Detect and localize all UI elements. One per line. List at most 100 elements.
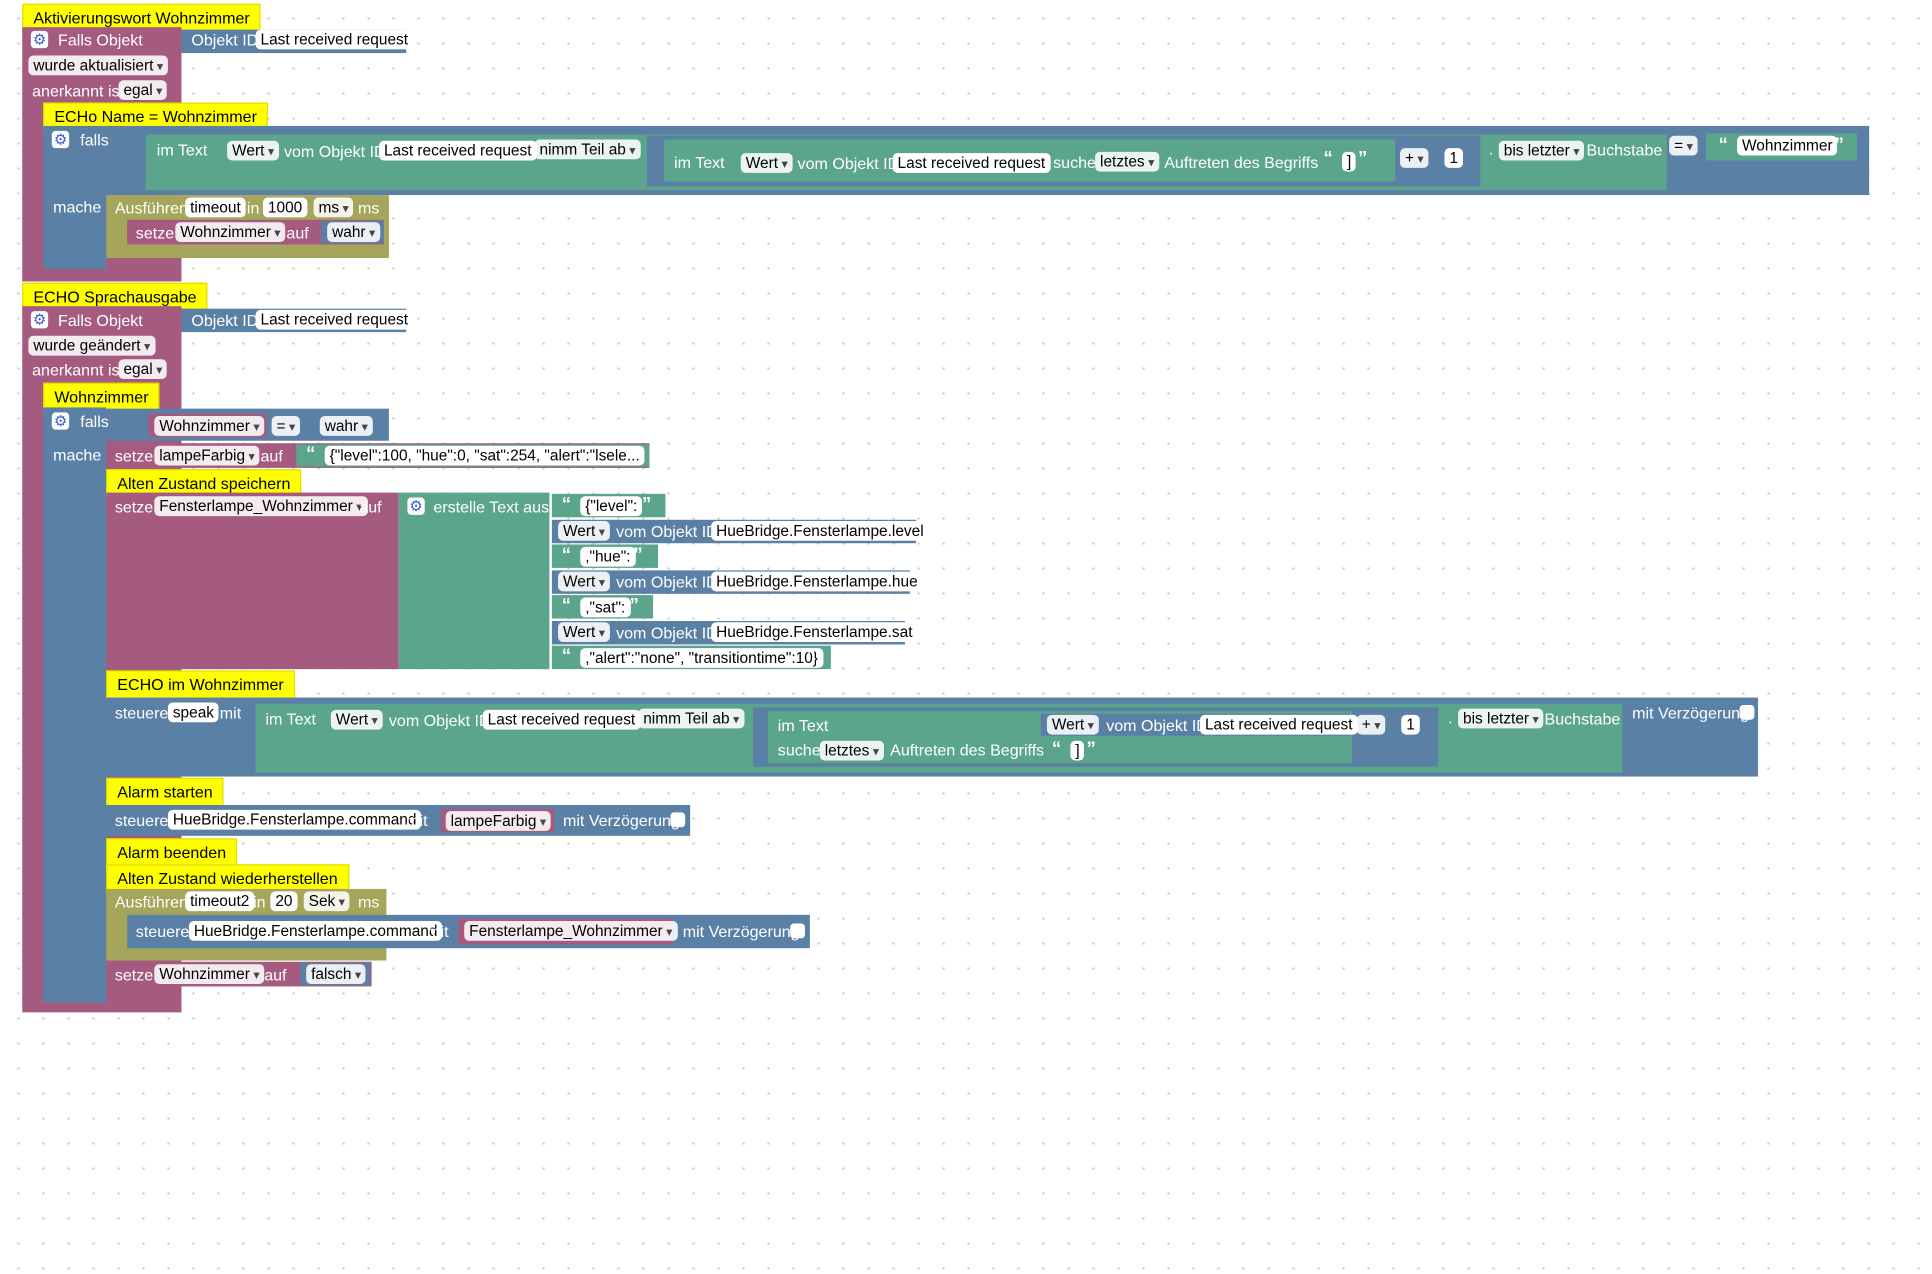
dropdown-variable-wohnzimmer[interactable]: Wohnzimmer bbox=[175, 222, 286, 242]
object-field-last-request[interactable]: Last received request bbox=[892, 153, 1051, 173]
label-im-text: im Text bbox=[777, 716, 829, 735]
dropdown-falsch[interactable]: falsch bbox=[306, 964, 367, 984]
dropdown-nimm-teil-ab[interactable]: nimm Teil ab bbox=[638, 708, 745, 729]
dropdown-variable-fenster[interactable]: Fensterlampe_Wohnzimmer bbox=[154, 496, 368, 517]
dropdown-unit[interactable]: ms bbox=[313, 197, 354, 218]
label-setze: setze bbox=[114, 497, 154, 517]
gear-icon[interactable]: ⚙ bbox=[407, 497, 425, 515]
object-field-last-request[interactable]: Last received request bbox=[255, 29, 413, 50]
state-field-command[interactable]: HueBridge.Fensterlampe.command bbox=[167, 809, 422, 830]
state-field-command[interactable]: HueBridge.Fensterlampe.command bbox=[188, 921, 443, 941]
object-field-last-request[interactable]: Last received request bbox=[482, 709, 641, 730]
label-objekt-id: Objekt ID bbox=[191, 311, 259, 330]
gear-icon[interactable]: ⚙ bbox=[51, 412, 70, 430]
dropdown-bis-letzter[interactable]: bis letzter bbox=[1498, 140, 1585, 161]
dropdown-letztes[interactable]: letztes bbox=[819, 740, 884, 761]
label-vom-objekt-id: vom Objekt ID bbox=[388, 711, 491, 730]
dropdown-variable-wohnzimmer[interactable]: Wohnzimmer bbox=[154, 416, 265, 436]
close-quote-icon: ” bbox=[641, 493, 652, 515]
label-im-text: im Text bbox=[265, 709, 316, 729]
create-text-block[interactable] bbox=[398, 492, 550, 670]
label-objekt-id: Objekt ID bbox=[191, 30, 259, 50]
close-quote-icon: ” bbox=[1086, 738, 1096, 760]
dropdown-variable-lampe[interactable]: lampeFarbig bbox=[154, 445, 260, 466]
dropdown-egal[interactable]: egal bbox=[118, 359, 168, 380]
text-field-sat[interactable]: ,"sat": bbox=[580, 597, 631, 618]
label-falls-objekt: Falls Objekt bbox=[58, 30, 143, 50]
gear-icon[interactable]: ⚙ bbox=[30, 311, 49, 329]
object-field-last-request[interactable]: Last received request bbox=[255, 309, 413, 330]
close-quote-icon: ” bbox=[1358, 148, 1368, 170]
label-ausfuehren: Ausführen bbox=[114, 198, 188, 218]
dropdown-wert[interactable]: Wert bbox=[558, 622, 610, 642]
dropdown-wert[interactable]: Wert bbox=[740, 153, 793, 173]
dropdown-wahr[interactable]: wahr bbox=[327, 222, 381, 242]
dropdown-wert[interactable]: Wert bbox=[1046, 714, 1099, 735]
object-field-last-request[interactable]: Last received request bbox=[379, 140, 537, 161]
timeout-name-field[interactable]: timeout bbox=[185, 197, 246, 218]
delay-checkbox[interactable] bbox=[670, 812, 686, 828]
dropdown-bis-letzter[interactable]: bis letzter bbox=[1458, 708, 1544, 729]
label-steuere: steuere bbox=[114, 703, 169, 723]
label-vom-objekt-id: vom Objekt ID bbox=[616, 572, 718, 592]
dropdown-plus[interactable]: + bbox=[1400, 148, 1429, 168]
object-field-level[interactable]: HueBridge.Fensterlampe.level bbox=[711, 521, 929, 541]
close-quote-icon: ” bbox=[625, 443, 636, 465]
dropdown-egal[interactable]: egal bbox=[118, 80, 168, 101]
if-block-1[interactable] bbox=[43, 125, 107, 270]
text-field-level[interactable]: {"level": bbox=[580, 496, 643, 517]
label-ms: ms bbox=[358, 892, 380, 912]
label-mache: mache bbox=[53, 197, 102, 217]
dropdown-variable-lampe[interactable]: lampeFarbig bbox=[445, 811, 551, 831]
text-field-hue[interactable]: ,"hue": bbox=[580, 546, 636, 567]
dropdown-wert[interactable]: Wert bbox=[558, 521, 610, 541]
object-field-sat[interactable]: HueBridge.Fensterlampe.sat bbox=[711, 622, 918, 642]
dropdown-wert[interactable]: Wert bbox=[330, 709, 383, 730]
dropdown-nimm-teil-ab[interactable]: nimm Teil ab bbox=[534, 139, 641, 160]
label-setze: setze bbox=[114, 446, 154, 466]
delay-checkbox[interactable] bbox=[790, 923, 805, 939]
label-falls: falls bbox=[80, 130, 109, 150]
text-field-bracket[interactable]: ] bbox=[1342, 151, 1357, 172]
object-field-last-request[interactable]: Last received request bbox=[1200, 714, 1358, 735]
timeout-value-field[interactable]: 1000 bbox=[262, 197, 308, 218]
label-mit: mit bbox=[219, 703, 242, 723]
open-quote-icon: “ bbox=[561, 595, 572, 617]
comment-alten-zustand-wiederherstellen[interactable]: Alten Zustand wiederherstellen bbox=[106, 864, 349, 893]
dropdown-variable-fenster[interactable]: Fensterlampe_Wohnzimmer bbox=[464, 921, 678, 941]
set-variable-fenster[interactable] bbox=[106, 492, 399, 670]
label-setze: setze bbox=[135, 223, 175, 242]
comment-alarm-beenden[interactable]: Alarm beenden bbox=[106, 838, 238, 867]
state-field-speak[interactable]: speak bbox=[167, 702, 219, 723]
dropdown-equals[interactable]: = bbox=[271, 416, 301, 436]
dropdown-plus[interactable]: + bbox=[1356, 714, 1386, 735]
dropdown-letztes[interactable]: letztes bbox=[1095, 151, 1160, 172]
label-vom-objekt-id: vom Objekt ID bbox=[1106, 716, 1208, 735]
label-dot: . bbox=[1488, 139, 1494, 159]
dropdown-wert[interactable]: Wert bbox=[558, 571, 610, 592]
dropdown-changed[interactable]: wurde geändert bbox=[28, 335, 156, 356]
dropdown-wert[interactable]: Wert bbox=[227, 140, 280, 161]
dropdown-equals[interactable]: = bbox=[1669, 135, 1698, 156]
comment-echo-im-wohnzimmer[interactable]: ECHO im Wohnzimmer bbox=[106, 670, 295, 699]
comment-wohnzimmer[interactable]: Wohnzimmer bbox=[43, 382, 160, 412]
dropdown-variable-wohnzimmer[interactable]: Wohnzimmer bbox=[154, 964, 265, 984]
delay-checkbox[interactable] bbox=[1739, 704, 1755, 720]
dropdown-unit[interactable]: Sek bbox=[303, 891, 350, 912]
number-field-one[interactable]: 1 bbox=[1444, 148, 1463, 168]
timeout-name-field[interactable]: timeout2 bbox=[185, 891, 255, 912]
text-field-wohnzimmer[interactable]: Wohnzimmer bbox=[1737, 135, 1838, 156]
dropdown-wahr[interactable]: wahr bbox=[319, 416, 373, 436]
timeout-value-field[interactable]: 20 bbox=[270, 891, 298, 912]
comment-alarm-starten[interactable]: Alarm starten bbox=[106, 777, 224, 807]
gear-icon[interactable]: ⚙ bbox=[30, 30, 49, 49]
text-field-json[interactable]: {"level":100, "hue":0, "sat":254, "alert… bbox=[324, 445, 645, 466]
object-field-hue[interactable]: HueBridge.Fensterlampe.hue bbox=[711, 571, 923, 592]
text-field-alert[interactable]: ,"alert":"none", "transitiontime":10} bbox=[580, 648, 823, 668]
number-field-one[interactable]: 1 bbox=[1401, 714, 1420, 735]
gear-icon[interactable]: ⚙ bbox=[51, 130, 70, 149]
dropdown-updated[interactable]: wurde aktualisiert bbox=[28, 55, 169, 76]
text-field-bracket[interactable]: ] bbox=[1070, 740, 1085, 761]
if-block-2[interactable] bbox=[43, 407, 107, 1003]
